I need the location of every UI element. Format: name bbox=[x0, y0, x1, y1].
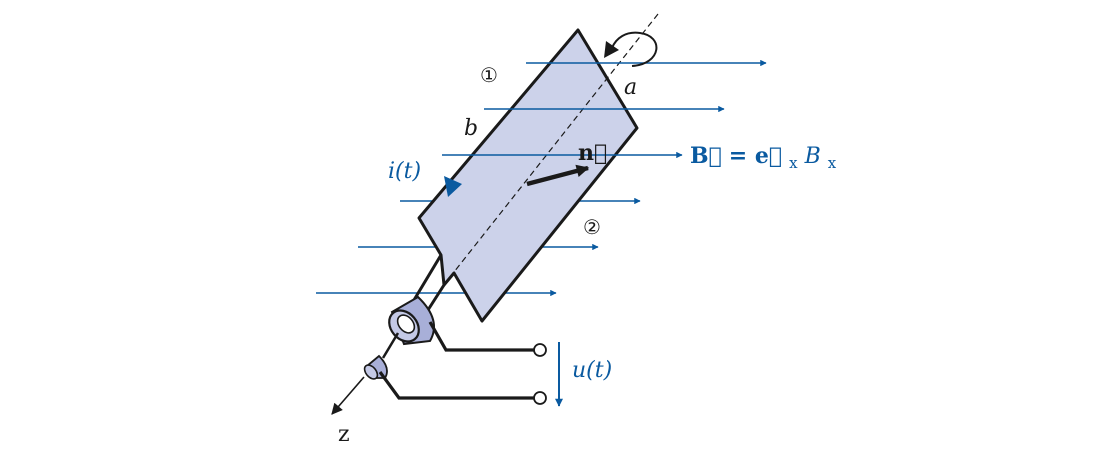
loop-marker-2: ② bbox=[583, 215, 601, 239]
loop-lead bbox=[426, 284, 446, 311]
open-circle-terminal-icon bbox=[533, 391, 547, 405]
curved-rotation-arrow-icon bbox=[604, 31, 658, 67]
current-label: i(t) bbox=[388, 159, 421, 184]
z-axis-label: z bbox=[338, 422, 350, 447]
loop-face bbox=[417, 28, 639, 323]
side-a-label: a bbox=[624, 75, 637, 100]
loop-marker-1: ① bbox=[480, 63, 498, 87]
coil-loop bbox=[412, 13, 659, 323]
field-b-component: B bbox=[804, 144, 821, 169]
slip-ring-large bbox=[388, 295, 435, 346]
current-direction-arrow-icon bbox=[444, 176, 462, 197]
voltage-label: u(t) bbox=[572, 358, 612, 383]
terminal-lead-lower bbox=[378, 371, 538, 400]
field-equals: = bbox=[729, 143, 755, 169]
normal-vector-arrow bbox=[526, 164, 590, 187]
rotation-axis bbox=[453, 13, 659, 273]
open-circle-terminal-icon bbox=[533, 343, 547, 357]
side-b-label: b bbox=[464, 116, 478, 141]
z-axis-arrow bbox=[331, 376, 365, 415]
field-b-vector: B⃗ bbox=[690, 143, 722, 169]
field-e-subscript: x bbox=[789, 154, 798, 172]
terminal-lead-upper bbox=[428, 321, 538, 352]
field-e-vector: e⃗ bbox=[755, 143, 782, 169]
field-equation: B⃗ = e⃗ x B x bbox=[690, 143, 837, 174]
field-b-subscript: x bbox=[828, 154, 837, 172]
shaft bbox=[381, 332, 400, 359]
loop-lead bbox=[412, 254, 443, 301]
normal-vector-label: n⃗ bbox=[578, 140, 607, 166]
